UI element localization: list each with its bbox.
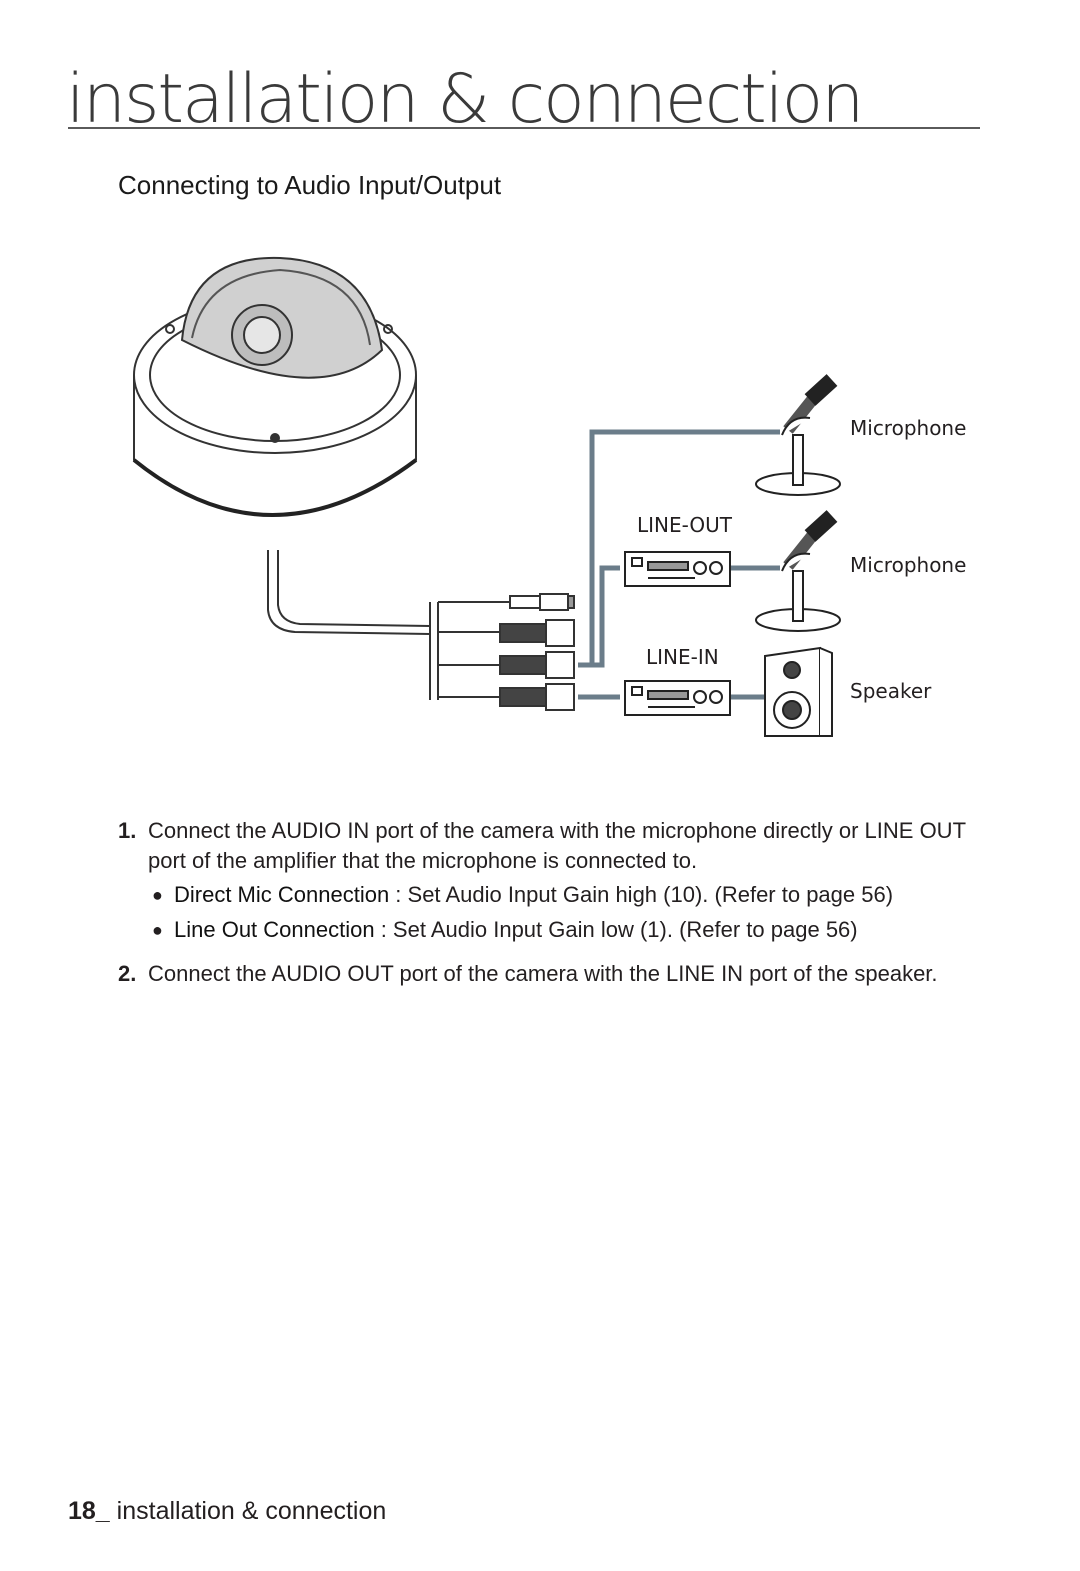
bullet-keyword: Line Out Connection — [174, 917, 375, 942]
label-line-out: LINE-OUT — [637, 513, 733, 537]
section-title: Connecting to Audio Input/Output — [118, 170, 502, 200]
microphone-mid-icon — [755, 510, 841, 632]
camera-cable — [267, 550, 510, 700]
step-number: 2. — [118, 961, 137, 986]
step-text: Connect the AUDIO IN port of the camera … — [148, 818, 966, 873]
step-1: 1. Connect the AUDIO IN port of the came… — [118, 816, 998, 945]
microphone-top-icon — [755, 374, 841, 496]
bullet-dot-icon: ● — [152, 885, 163, 905]
audio-connection-diagram: Microphone LINE-OUT Microphone LINE-IN S… — [132, 256, 966, 737]
amplifier-line-out — [624, 551, 731, 587]
step-2: 2. Connect the AUDIO OUT port of the cam… — [118, 959, 998, 989]
bullet-direct-mic: ● Direct Mic Connection : Set Audio Inpu… — [148, 880, 998, 910]
label-line-in: LINE-IN — [646, 645, 719, 669]
speaker-icon — [764, 646, 833, 737]
page-footer: 18_ installation & connection — [68, 1497, 386, 1526]
label-speaker: Speaker — [850, 679, 932, 703]
chapter-rule — [68, 127, 980, 129]
step-text: Connect the AUDIO OUT port of the camera… — [148, 961, 938, 986]
audio-wiring — [578, 429, 780, 700]
bullet-text: : Set Audio Input Gain low (1). (Refer t… — [374, 917, 858, 942]
label-microphone-top: Microphone — [850, 416, 966, 440]
cable-connectors — [499, 593, 575, 711]
instructions: 1. Connect the AUDIO IN port of the came… — [118, 816, 998, 995]
amplifier-line-in — [624, 680, 731, 716]
dome-camera-illustration — [132, 256, 418, 517]
footer-text: installation & connection — [109, 1497, 387, 1525]
page-number: 18_ — [68, 1497, 110, 1525]
bullet-keyword: Direct Mic Connection — [174, 882, 390, 907]
bullet-text: : Set Audio Input Gain high (10). (Refer… — [389, 882, 894, 907]
step-number: 1. — [118, 818, 137, 843]
label-microphone-mid: Microphone — [850, 553, 966, 577]
bullet-dot-icon: ● — [152, 920, 163, 940]
step-1-bullets: ● Direct Mic Connection : Set Audio Inpu… — [148, 880, 998, 945]
bullet-line-out: ● Line Out Connection : Set Audio Input … — [148, 915, 998, 945]
chapter-title: installation & connection — [66, 60, 864, 139]
